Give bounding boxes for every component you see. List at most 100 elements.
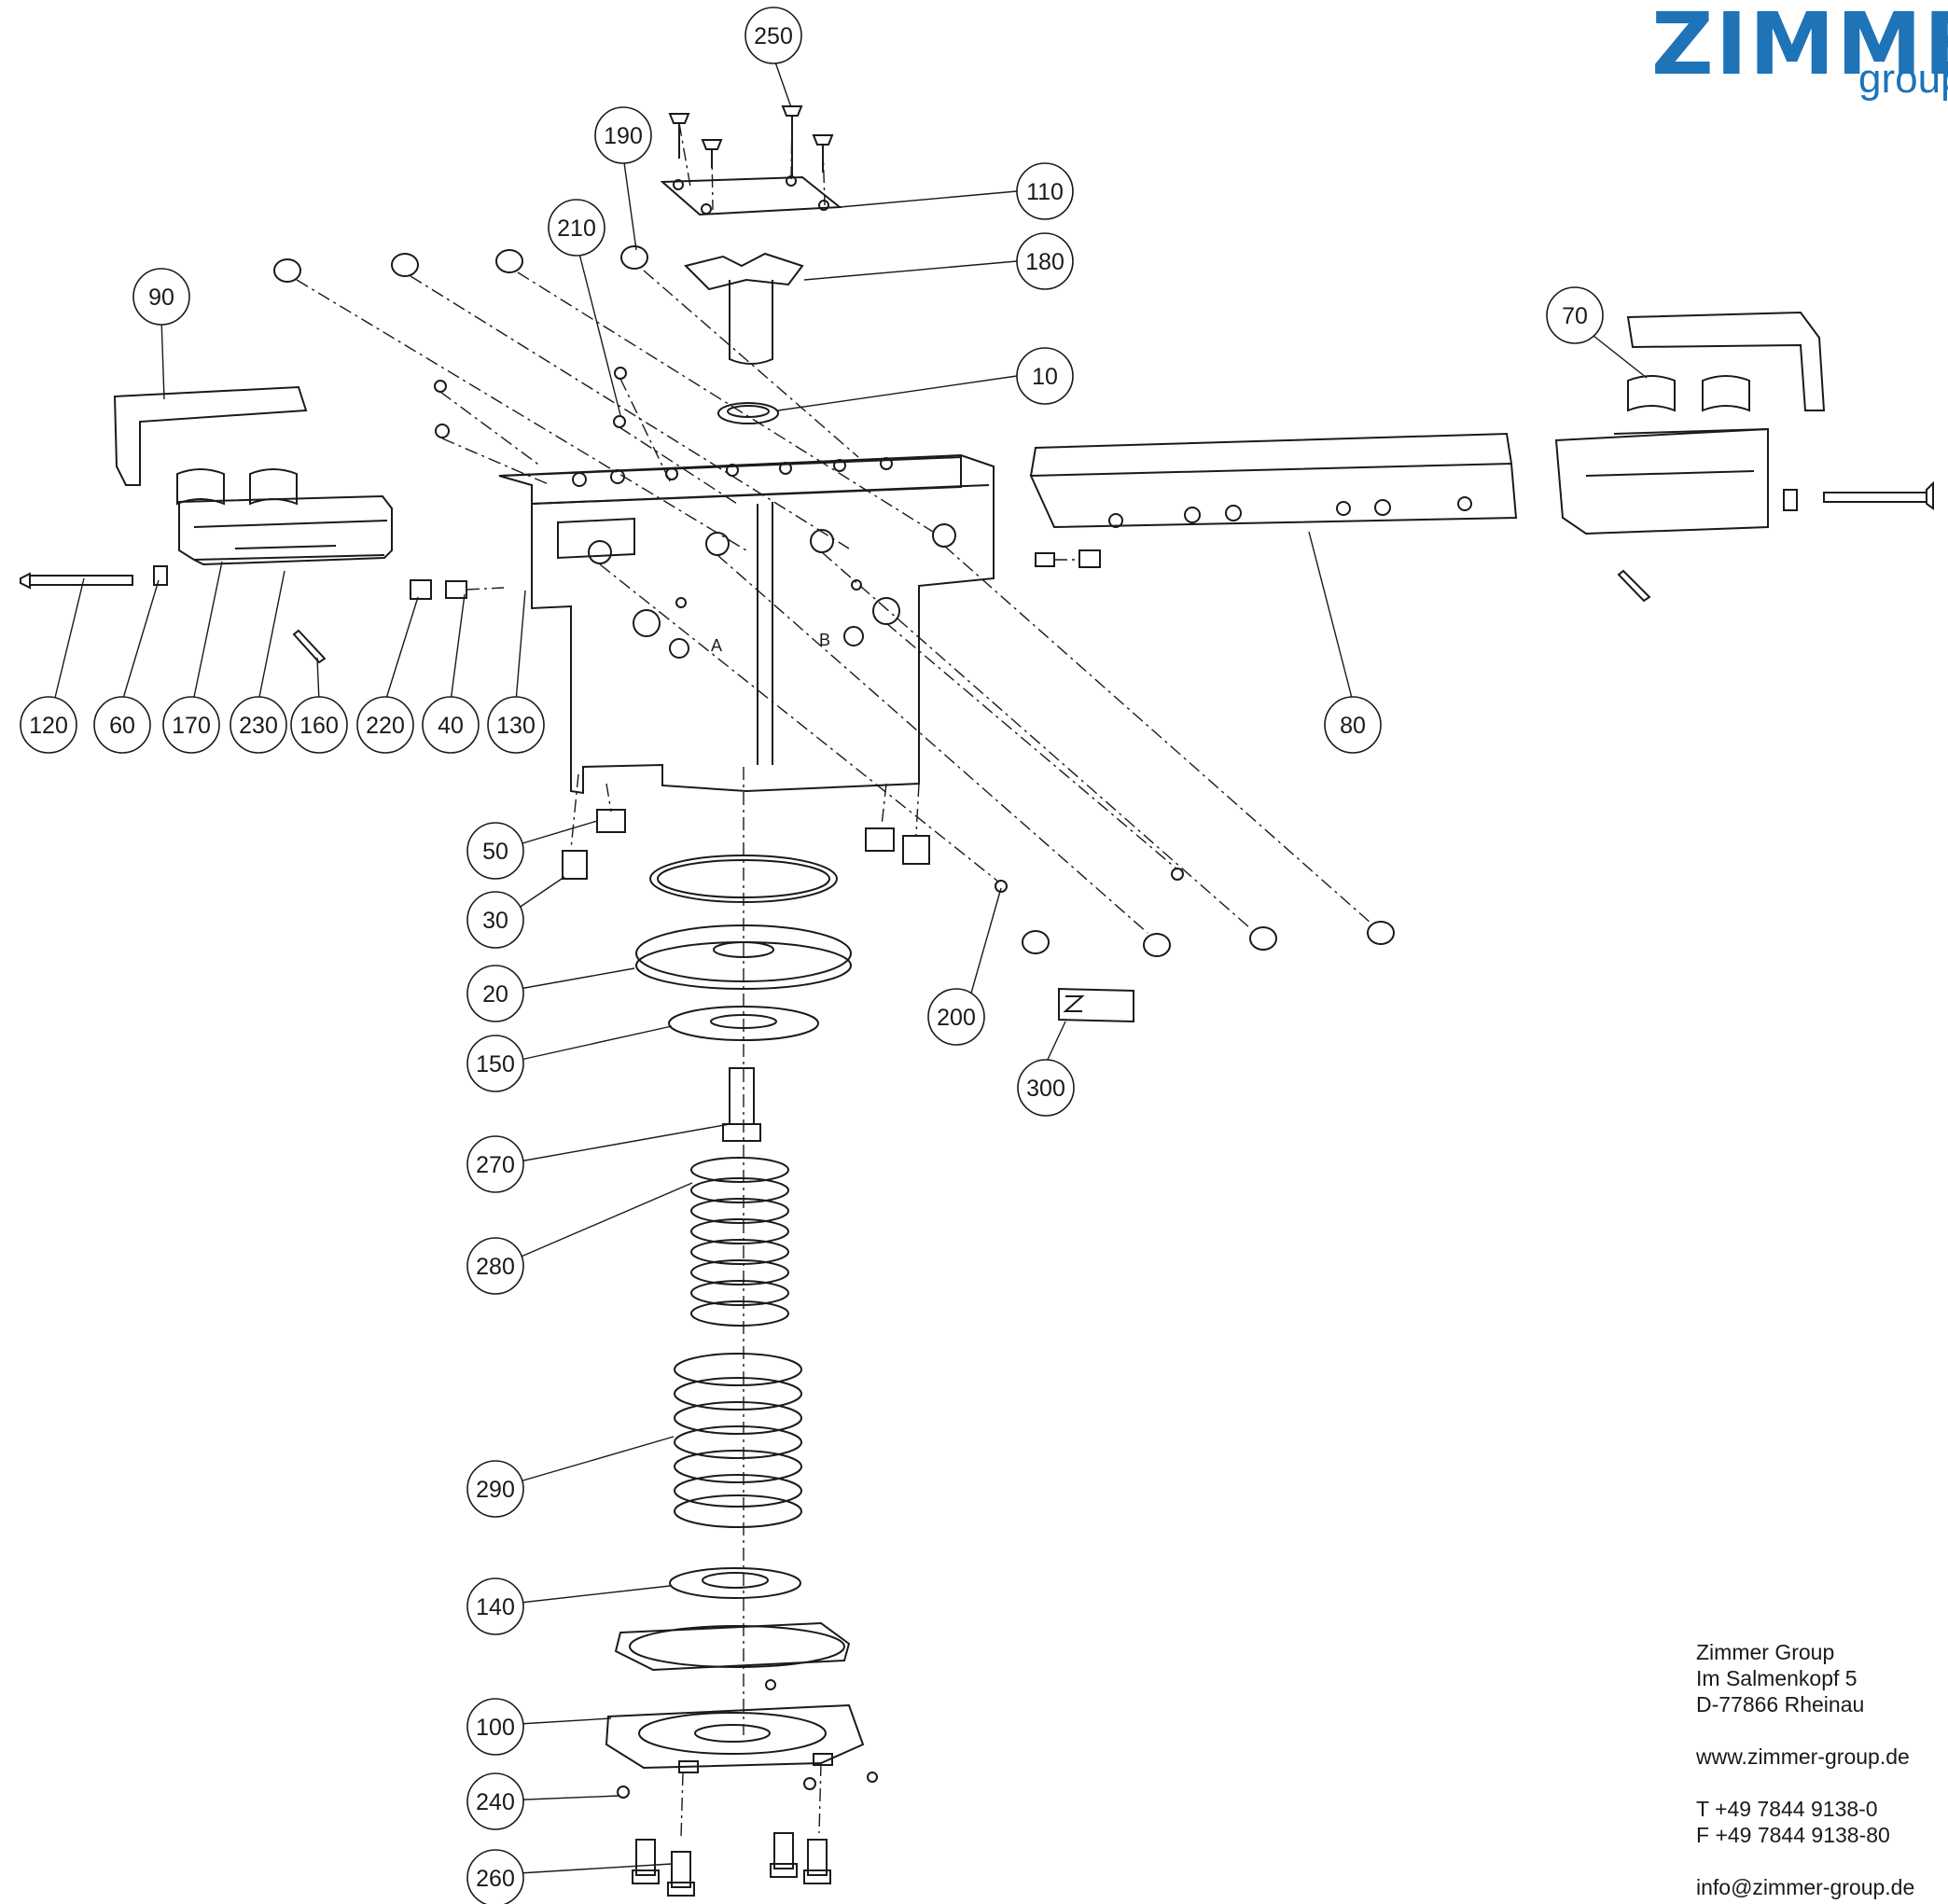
part-balloon-270: 270 bbox=[466, 1135, 524, 1193]
balloon-label: 190 bbox=[604, 123, 643, 149]
balloon-circle bbox=[927, 988, 985, 1046]
part-balloon-210: 210 bbox=[548, 199, 605, 257]
balloon-circle bbox=[466, 891, 524, 949]
part-balloon-50: 50 bbox=[466, 822, 524, 880]
balloon-circle bbox=[466, 1849, 524, 1904]
balloon-circle bbox=[466, 1035, 524, 1092]
balloon-circle bbox=[162, 696, 220, 754]
balloon-label: 140 bbox=[476, 1594, 515, 1620]
part-balloon-230: 230 bbox=[230, 696, 287, 754]
balloon-label: 30 bbox=[482, 908, 508, 934]
balloon-label: 180 bbox=[1025, 249, 1064, 275]
balloon-label: 90 bbox=[148, 285, 174, 311]
balloon-label: 280 bbox=[476, 1254, 515, 1280]
type-plate bbox=[1058, 987, 1134, 1023]
balloon-circle bbox=[290, 696, 348, 754]
balloon-circle bbox=[132, 268, 190, 326]
part-balloon-70: 70 bbox=[1546, 286, 1604, 344]
logo-subtext: group bbox=[1858, 56, 1948, 102]
leader-lines bbox=[53, 56, 1648, 1875]
balloon-circle bbox=[422, 696, 480, 754]
part-balloon-160: 160 bbox=[290, 696, 348, 754]
part-balloon-20: 20 bbox=[466, 965, 524, 1022]
balloon-circle bbox=[466, 1577, 524, 1635]
part-balloon-30: 30 bbox=[466, 891, 524, 949]
street: Im Salmenkopf 5 bbox=[1696, 1666, 1858, 1690]
spring-280 bbox=[690, 1157, 789, 1327]
balloon-label: 230 bbox=[239, 713, 278, 739]
part-balloon-220: 220 bbox=[356, 696, 414, 754]
dowel-pin bbox=[292, 629, 327, 664]
balloon-label: 20 bbox=[482, 981, 508, 1008]
part-balloon-300: 300 bbox=[1017, 1059, 1075, 1117]
balloon-label: 220 bbox=[366, 713, 405, 739]
balloon-label: 170 bbox=[172, 713, 211, 739]
part-balloon-140: 140 bbox=[466, 1577, 524, 1635]
wedge-hook bbox=[684, 252, 804, 365]
balloon-label: 150 bbox=[476, 1051, 515, 1077]
website-link[interactable]: www.zimmer-group.de bbox=[1696, 1744, 1910, 1769]
balloon-label: 260 bbox=[476, 1866, 515, 1892]
email-link[interactable]: info@zimmer-group.de bbox=[1696, 1875, 1915, 1899]
adjusting-screw bbox=[410, 579, 432, 600]
part-balloon-190: 190 bbox=[594, 106, 652, 164]
balloon-label: 60 bbox=[109, 713, 135, 739]
balloon-label: 50 bbox=[482, 839, 508, 865]
balloon-circle bbox=[1016, 347, 1074, 405]
balloon-label: 100 bbox=[476, 1715, 515, 1741]
bottom-screws bbox=[632, 1832, 831, 1897]
city: D-77866 Rheinau bbox=[1696, 1692, 1865, 1716]
part-balloon-110: 110 bbox=[1016, 162, 1074, 220]
center-lines bbox=[296, 115, 1372, 1839]
balloon-label: 70 bbox=[1562, 303, 1588, 329]
guide-screw bbox=[722, 1067, 761, 1142]
bottom-cover bbox=[605, 1703, 865, 1773]
balloon-circle bbox=[594, 106, 652, 164]
part-balloon-240: 240 bbox=[466, 1772, 524, 1830]
part-balloon-40: 40 bbox=[422, 696, 480, 754]
balloon-label: 290 bbox=[476, 1477, 515, 1503]
svg-text:B: B bbox=[819, 631, 830, 649]
part-balloon-180: 180 bbox=[1016, 232, 1074, 290]
part-balloon-120: 120 bbox=[20, 696, 77, 754]
bushes bbox=[562, 809, 930, 880]
main-housing: A B bbox=[498, 453, 995, 795]
balloon-circle bbox=[1546, 286, 1604, 344]
balloon-label: 270 bbox=[476, 1152, 515, 1178]
balloon-label: 10 bbox=[1032, 364, 1058, 390]
zimmer-logo: ZIMMER group bbox=[1651, 0, 1948, 103]
phone: T +49 7844 9138-0 bbox=[1696, 1797, 1878, 1821]
countersunk-screws bbox=[668, 105, 834, 177]
left-jaw-assembly bbox=[113, 385, 393, 566]
part-balloon-10: 10 bbox=[1016, 347, 1074, 405]
part-balloon-90: 90 bbox=[132, 268, 190, 326]
balloon-label: 120 bbox=[29, 713, 68, 739]
washer-140 bbox=[669, 1567, 801, 1599]
part-balloon-80: 80 bbox=[1324, 696, 1382, 754]
guide-rail bbox=[1029, 432, 1518, 529]
balloon-circle bbox=[548, 199, 605, 257]
balloon-label: 130 bbox=[496, 713, 536, 739]
part-balloon-260: 260 bbox=[466, 1849, 524, 1904]
balloon-circle bbox=[466, 965, 524, 1022]
balloon-circle bbox=[466, 822, 524, 880]
balloon-circle bbox=[466, 1237, 524, 1295]
right-jaw-pin bbox=[1783, 480, 1934, 511]
part-balloon-100: 100 bbox=[466, 1698, 524, 1756]
balloon-label: 40 bbox=[438, 713, 464, 739]
balloon-circle bbox=[487, 696, 545, 754]
part-balloon-280: 280 bbox=[466, 1237, 524, 1295]
balloon-circle bbox=[466, 1698, 524, 1756]
right-jaw-assembly bbox=[1554, 311, 1826, 535]
part-balloon-200: 200 bbox=[927, 988, 985, 1046]
part-balloon-290: 290 bbox=[466, 1460, 524, 1518]
balloon-circle bbox=[1016, 232, 1074, 290]
balloon-label: 80 bbox=[1340, 713, 1366, 739]
logo-text: ZIMMER bbox=[1651, 0, 1948, 94]
balloon-circle bbox=[93, 696, 151, 754]
balloon-label: 300 bbox=[1026, 1076, 1065, 1102]
balloon-label: 210 bbox=[557, 215, 596, 242]
balloon-label: 240 bbox=[476, 1789, 515, 1815]
